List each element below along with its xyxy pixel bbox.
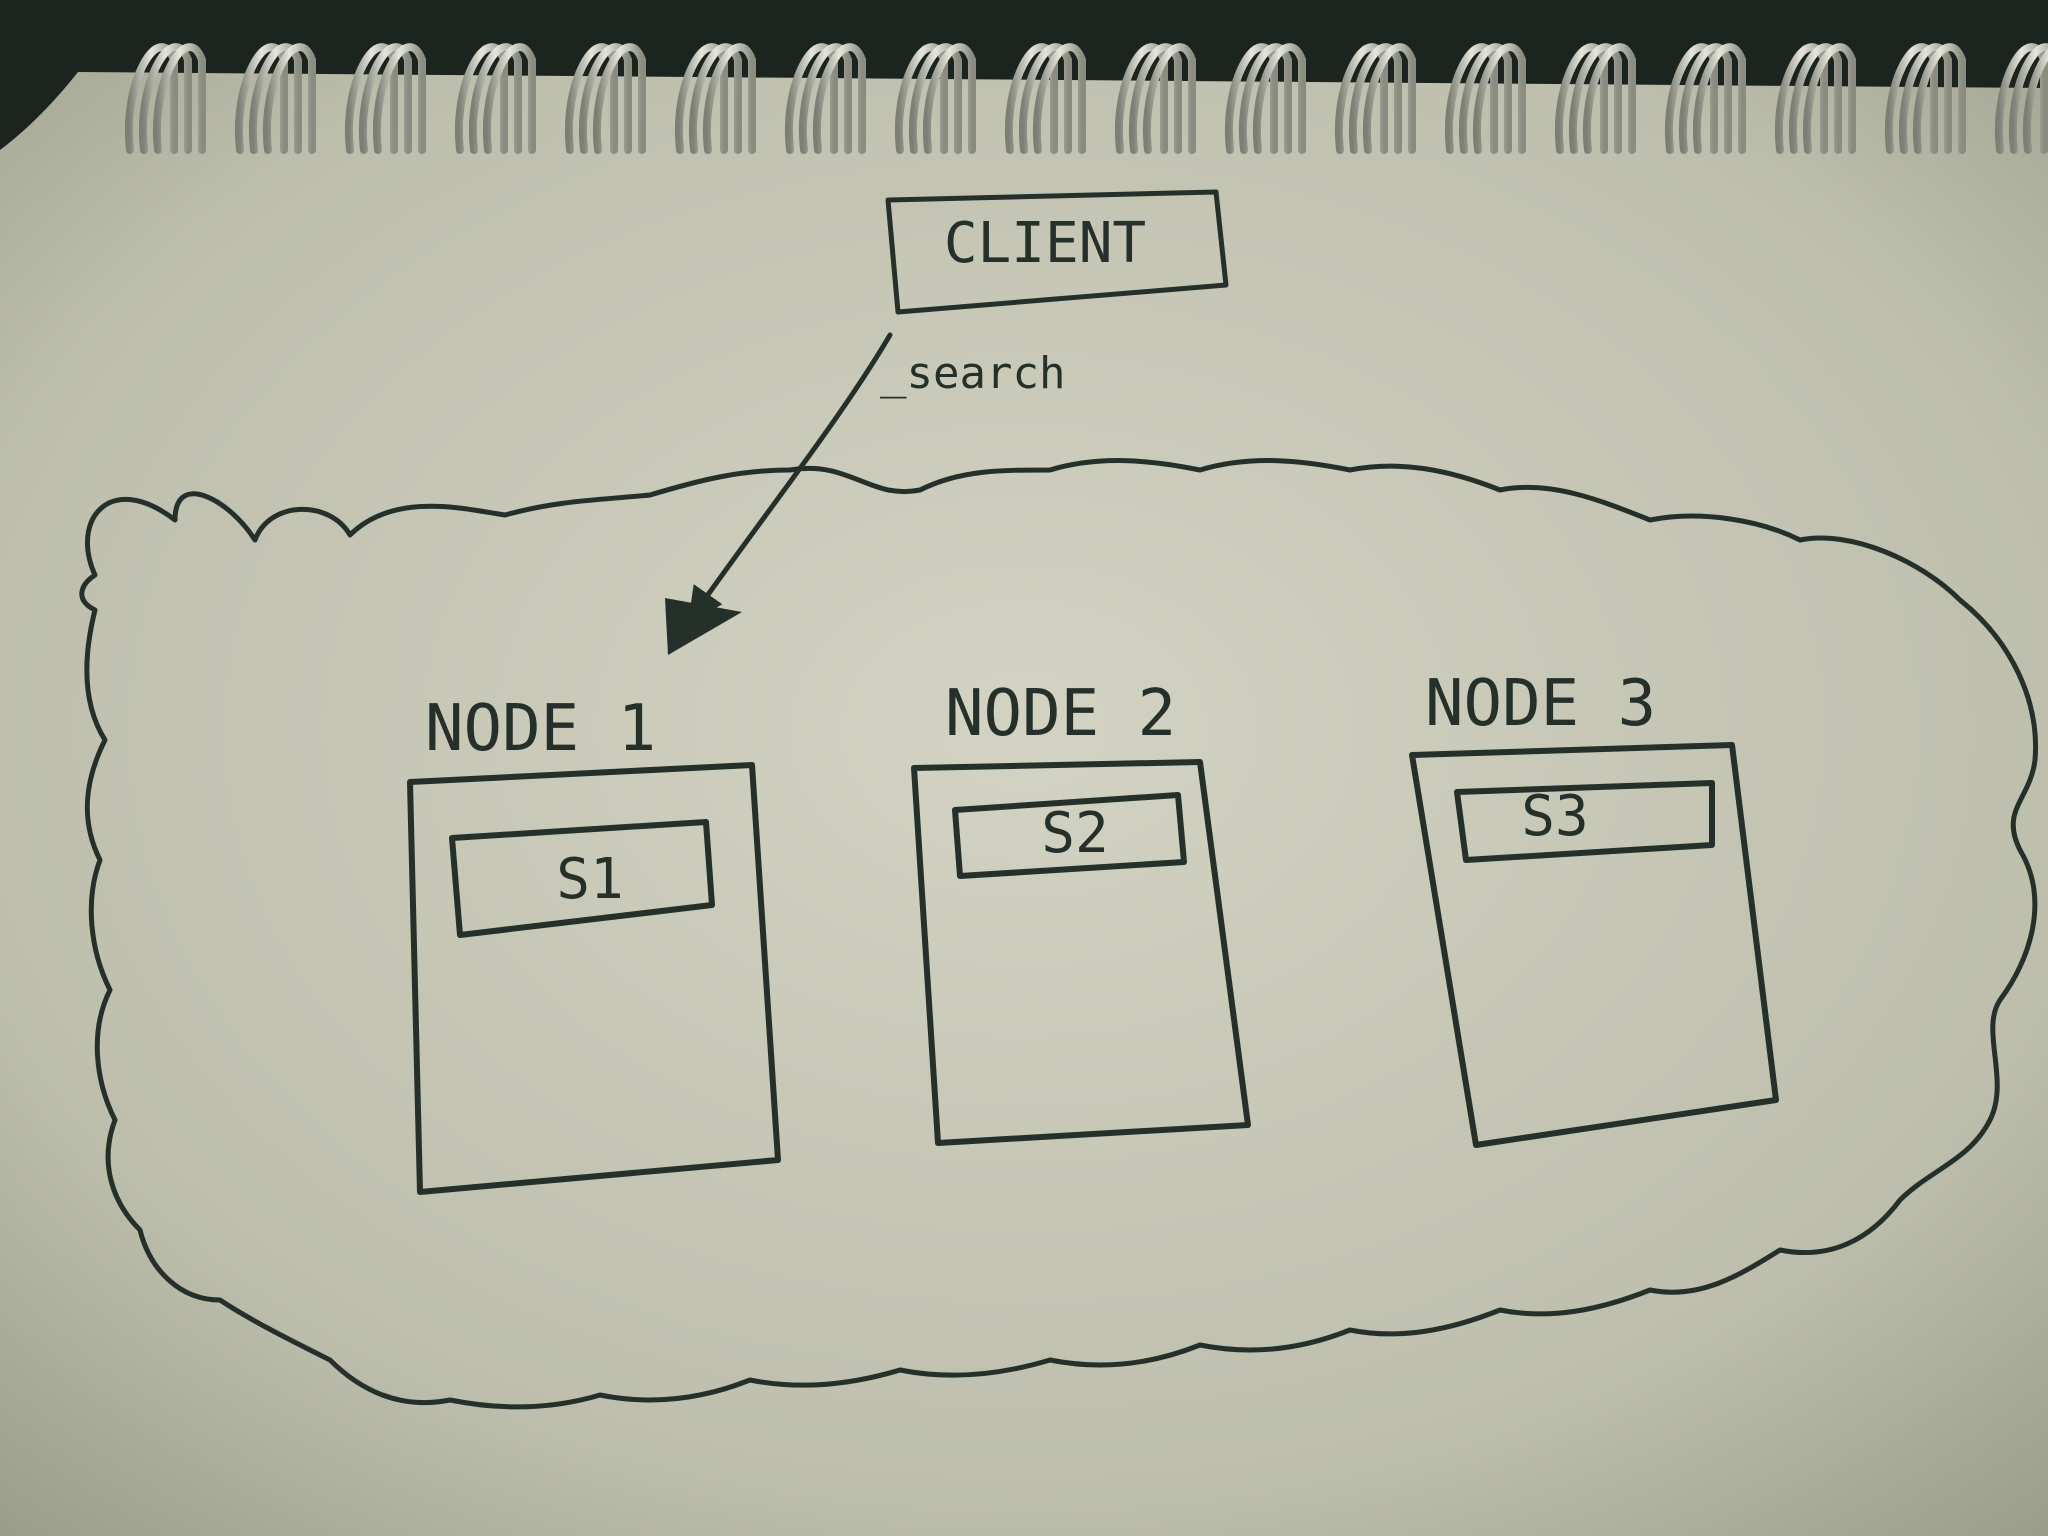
- binding-ring: [1994, 43, 2048, 154]
- shard-box: [449, 819, 715, 938]
- arrow-head: [665, 598, 742, 655]
- shard-box: [952, 792, 1187, 879]
- node-3: NODE 3 S3: [1409, 667, 1779, 1148]
- shard-label: S1: [556, 847, 623, 912]
- node-label: NODE 3: [1425, 667, 1656, 741]
- binding-ring: [1334, 43, 1416, 154]
- binding-ring: [1774, 43, 1856, 154]
- node-label: NODE 1: [425, 692, 656, 766]
- binding-ring: [564, 43, 646, 154]
- binding-ring: [1884, 43, 1966, 154]
- node-box: [1409, 742, 1779, 1148]
- shard-label: S2: [1041, 801, 1108, 866]
- binding-ring: [1224, 43, 1306, 154]
- search-request-arrow: [665, 332, 893, 655]
- request-label: _search: [880, 348, 1065, 399]
- binding-ring: [1114, 43, 1196, 154]
- binding-ring: [784, 43, 866, 154]
- binding-ring: [1444, 43, 1526, 154]
- spiral-binding: [124, 43, 2048, 154]
- binding-ring: [124, 43, 206, 154]
- shard-box: [1454, 780, 1715, 863]
- binding-ring: [1664, 43, 1746, 154]
- node-box: [407, 762, 781, 1195]
- node-1: NODE 1 S1: [407, 692, 781, 1195]
- binding-ring: [1004, 43, 1086, 154]
- node-2: NODE 2 S2: [911, 677, 1251, 1146]
- binding-ring: [234, 43, 316, 154]
- client-label: CLIENT: [944, 211, 1146, 276]
- binding-ring: [1554, 43, 1636, 154]
- binding-ring: [894, 43, 976, 154]
- binding-ring: [454, 43, 536, 154]
- binding-ring: [674, 43, 756, 154]
- binding-ring: [344, 43, 426, 154]
- shard-label: S3: [1521, 784, 1588, 849]
- node-label: NODE 2: [945, 677, 1176, 751]
- client-box: CLIENT: [885, 189, 1229, 315]
- node-box: [911, 759, 1251, 1146]
